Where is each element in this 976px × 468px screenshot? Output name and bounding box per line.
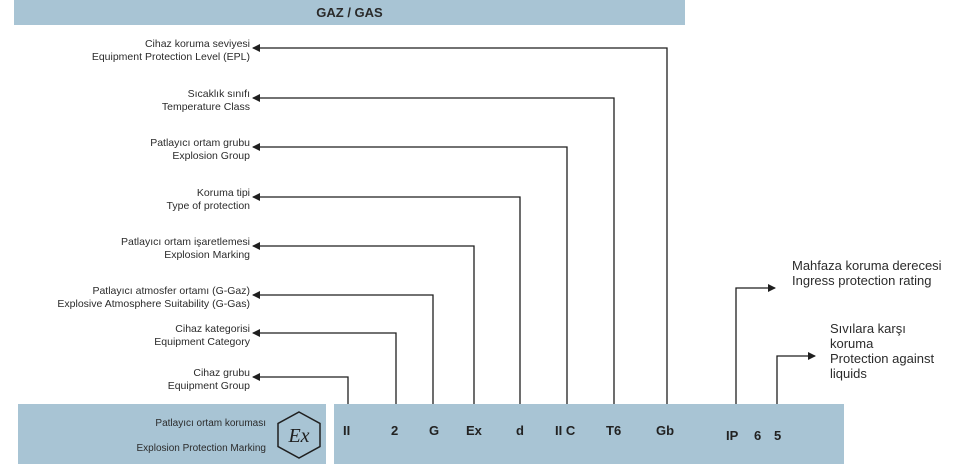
code-ip-liquid: 5 xyxy=(774,428,782,443)
header-bar: GAZ / GAS xyxy=(14,0,685,25)
code-temperature: T6 xyxy=(606,423,622,438)
code-ip: IP xyxy=(726,428,739,443)
connector-ingress xyxy=(735,284,776,408)
marking-title-tr: Patlayıcı ortam koruması xyxy=(155,418,266,429)
connector-atmosphere xyxy=(252,291,434,408)
code-panel: II 2 G Ex d II C T6 Gb IP 6 5 xyxy=(334,404,844,464)
connector-explosion-group xyxy=(252,143,568,408)
marking-title-en: Explosion Protection Marking xyxy=(136,443,266,454)
connector-epl xyxy=(252,44,668,408)
label-liquid-protection: Sıvılara karşı koruma Protection against… xyxy=(830,321,935,381)
code-atmosphere: G xyxy=(429,423,440,438)
code-epl: Gb xyxy=(656,423,675,438)
code-ex: Ex xyxy=(466,423,482,438)
code-group: II xyxy=(343,423,351,438)
marking-panel: Patlayıcı ortam koruması Explosion Prote… xyxy=(18,404,326,464)
connector-liquids xyxy=(776,352,816,408)
code-protection: d xyxy=(516,423,524,438)
connector-marking xyxy=(252,242,475,408)
code-explosion-group: II C xyxy=(555,423,576,438)
header-title: GAZ / GAS xyxy=(316,5,383,20)
connector-type xyxy=(252,193,521,408)
code-category: 2 xyxy=(391,423,399,438)
ex-hexagon-icon: Ex xyxy=(276,410,322,465)
connector-group xyxy=(252,373,349,408)
svg-text:Ex: Ex xyxy=(287,425,309,447)
label-atmosphere-suitability: Patlayıcı atmosfer ortamı (G-Gaz)Explosi… xyxy=(57,285,250,310)
code-ip-solid: 6 xyxy=(754,428,762,443)
connector-category xyxy=(252,329,397,408)
connector-temperature xyxy=(252,94,615,408)
